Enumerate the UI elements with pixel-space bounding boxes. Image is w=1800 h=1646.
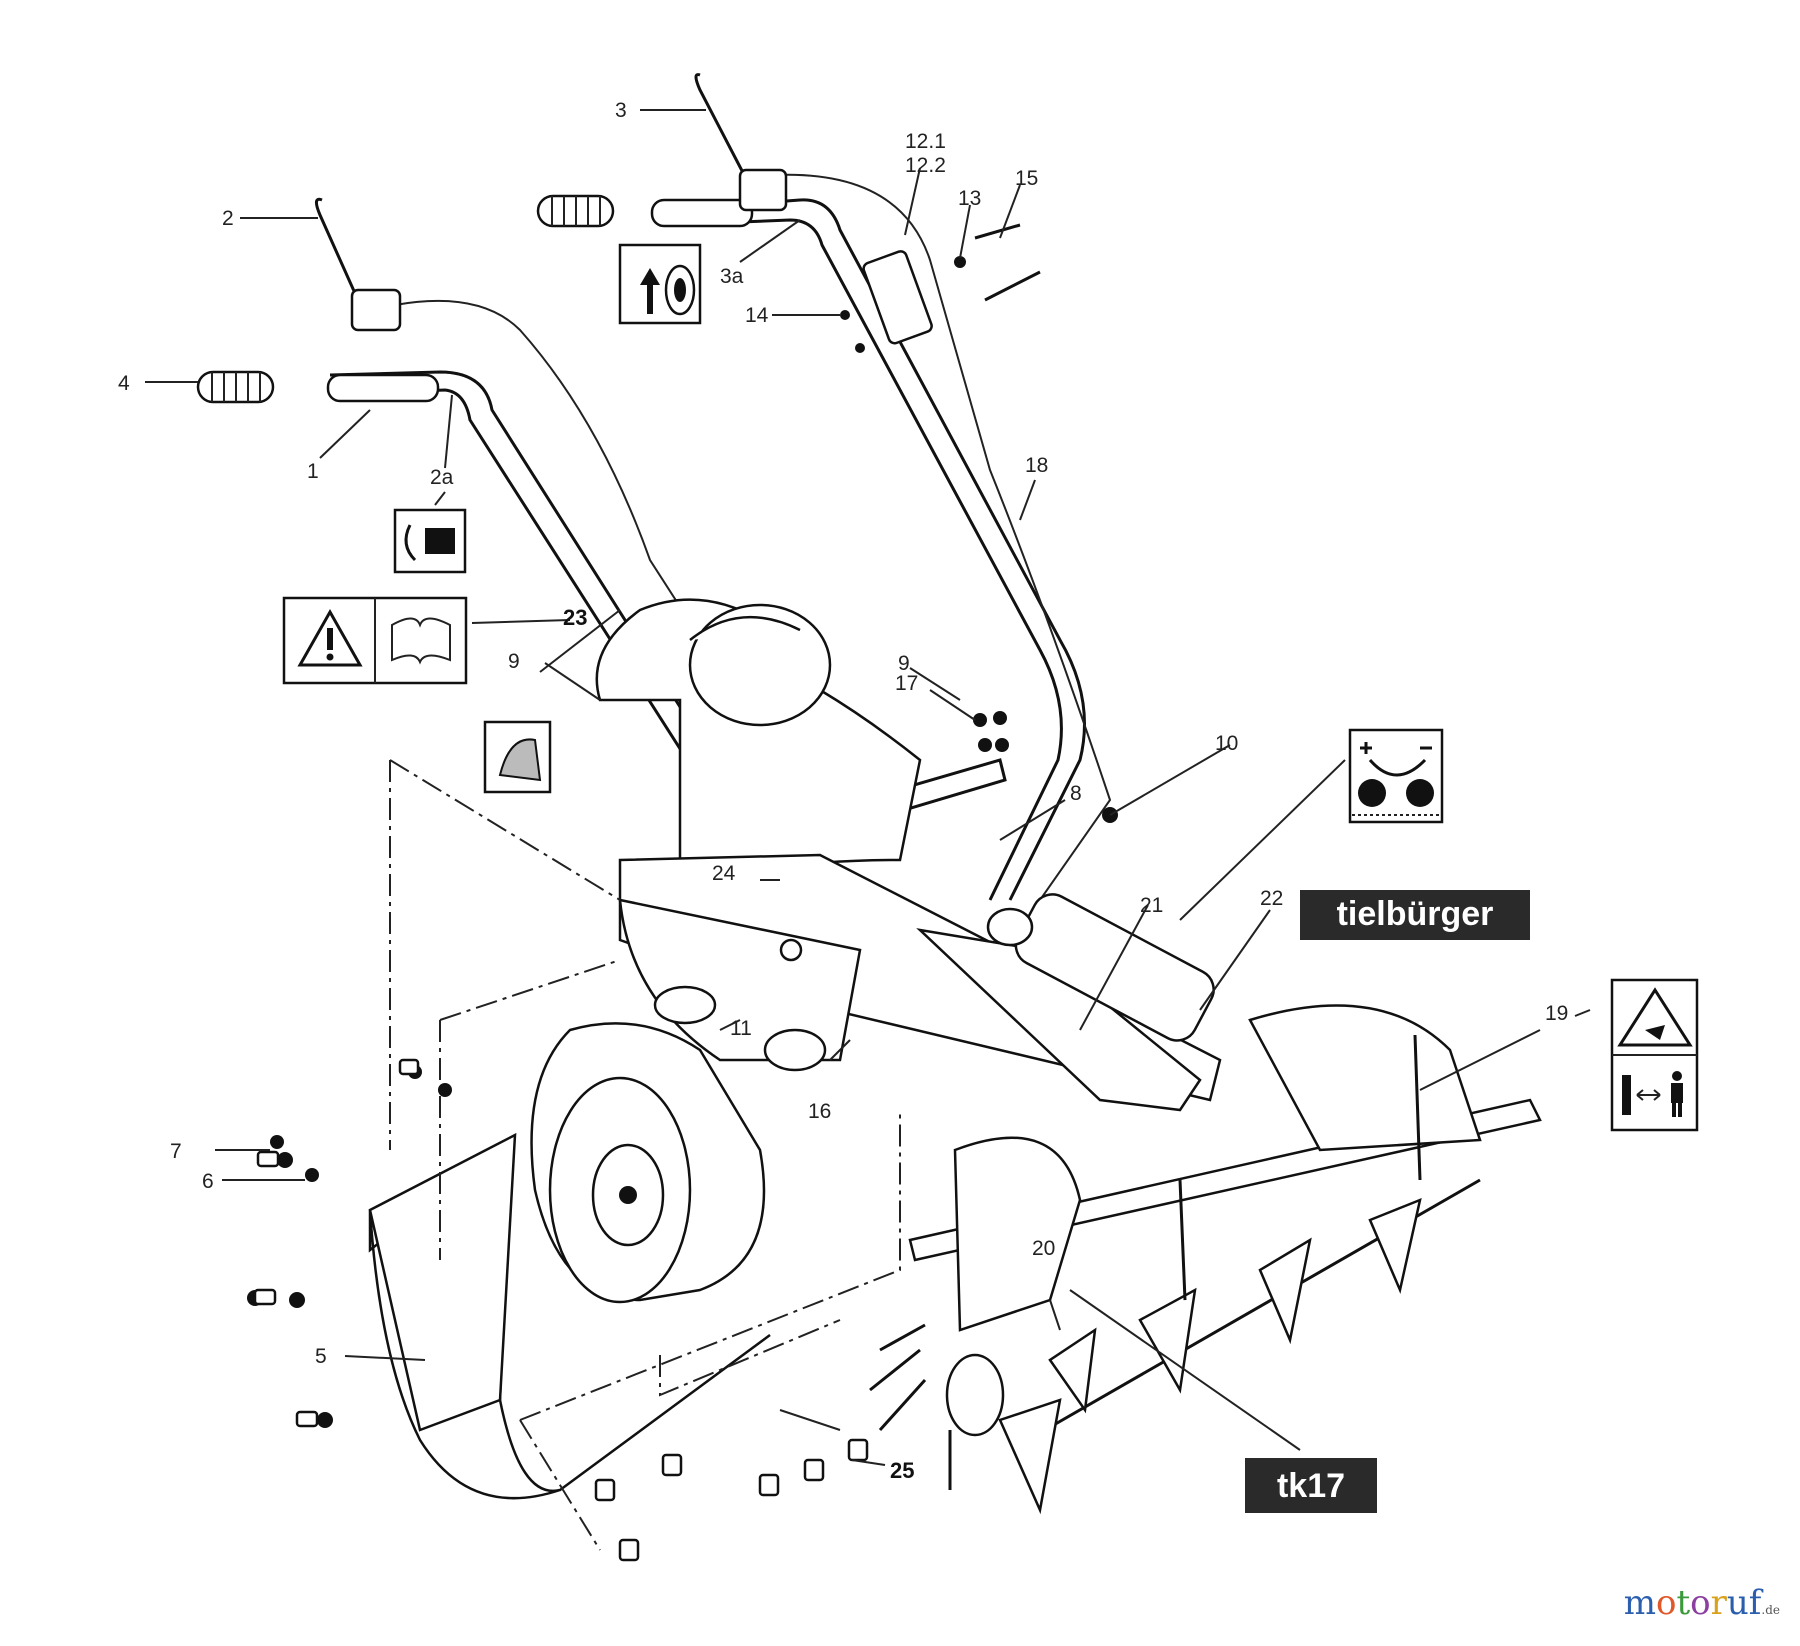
callout-23: 23 xyxy=(563,605,587,630)
assembly-lines xyxy=(389,759,901,1551)
watermark-letter: r xyxy=(1710,1583,1727,1623)
leader-lines xyxy=(145,109,1591,1466)
fender-guard xyxy=(368,1132,771,1500)
callout-14: 14 xyxy=(745,304,769,327)
callout-3: 3 xyxy=(615,99,627,122)
callout-8: 8 xyxy=(1070,782,1082,805)
forward-direction-symbol xyxy=(618,243,702,325)
callout-19: 19 xyxy=(1545,1002,1568,1025)
right-grip xyxy=(536,194,615,228)
watermark-suffix: .de xyxy=(1761,1603,1780,1617)
callout-11: 11 xyxy=(730,1017,752,1040)
callout-4: 4 xyxy=(118,372,130,395)
callout-17: 17 xyxy=(895,672,918,695)
warning-read-manual-symbols xyxy=(282,596,468,685)
watermark-letter: u xyxy=(1726,1583,1749,1623)
callout-10: 10 xyxy=(1215,732,1238,755)
watermark-letter: t xyxy=(1676,1583,1691,1623)
watermark-letter: o xyxy=(1655,1583,1677,1623)
watermark: motoruf.de xyxy=(1624,1583,1780,1623)
callout-16: 16 xyxy=(808,1100,831,1123)
callout-13: 13 xyxy=(958,187,981,210)
keep-distance-symbols xyxy=(1610,978,1699,1132)
callout-24: 24 xyxy=(712,862,736,885)
watermark-letter: o xyxy=(1690,1583,1711,1623)
callout-labels: 2 3 4 1 2a 3a 12.1 12.2 13 15 14 18 23 9… xyxy=(118,99,1568,1483)
model-badge: tk17 xyxy=(1277,1467,1345,1505)
handlebar-assembly xyxy=(196,73,1112,952)
callout-12-2: 12.2 xyxy=(905,154,946,177)
callout-7: 7 xyxy=(170,1140,182,1163)
callout-9b: 9 xyxy=(898,652,910,675)
callout-6: 6 xyxy=(202,1170,214,1193)
depth-adjust-symbol xyxy=(1348,728,1444,824)
brand-decal: tielbürger xyxy=(1300,890,1530,940)
tine-rotor xyxy=(869,1004,1542,1515)
callout-2a: 2a xyxy=(430,466,454,489)
callout-2: 2 xyxy=(222,207,234,230)
engine xyxy=(595,598,922,872)
callout-1: 1 xyxy=(307,460,319,483)
callout-3a: 3a xyxy=(720,265,744,288)
watermark-letter: m xyxy=(1623,1583,1656,1623)
callout-21: 21 xyxy=(1140,894,1163,917)
callout-25: 25 xyxy=(890,1458,914,1483)
hot-surface-symbol xyxy=(483,720,552,794)
callout-9a: 9 xyxy=(508,650,520,673)
callout-5: 5 xyxy=(315,1345,327,1368)
callout-22: 22 xyxy=(1260,887,1283,910)
wheel xyxy=(530,1022,766,1304)
cable-adjust-symbol xyxy=(393,508,467,574)
left-grip xyxy=(196,370,275,404)
callout-15: 15 xyxy=(1015,167,1038,190)
callout-18: 18 xyxy=(1025,454,1048,477)
callout-12-1: 12.1 xyxy=(905,130,946,153)
fasteners xyxy=(247,711,1118,1562)
callout-20: 20 xyxy=(1032,1237,1055,1260)
brand-label: tielbürger xyxy=(1337,895,1494,933)
watermark-letter: f xyxy=(1748,1583,1762,1623)
model-decal: tk17 xyxy=(1245,1458,1377,1513)
